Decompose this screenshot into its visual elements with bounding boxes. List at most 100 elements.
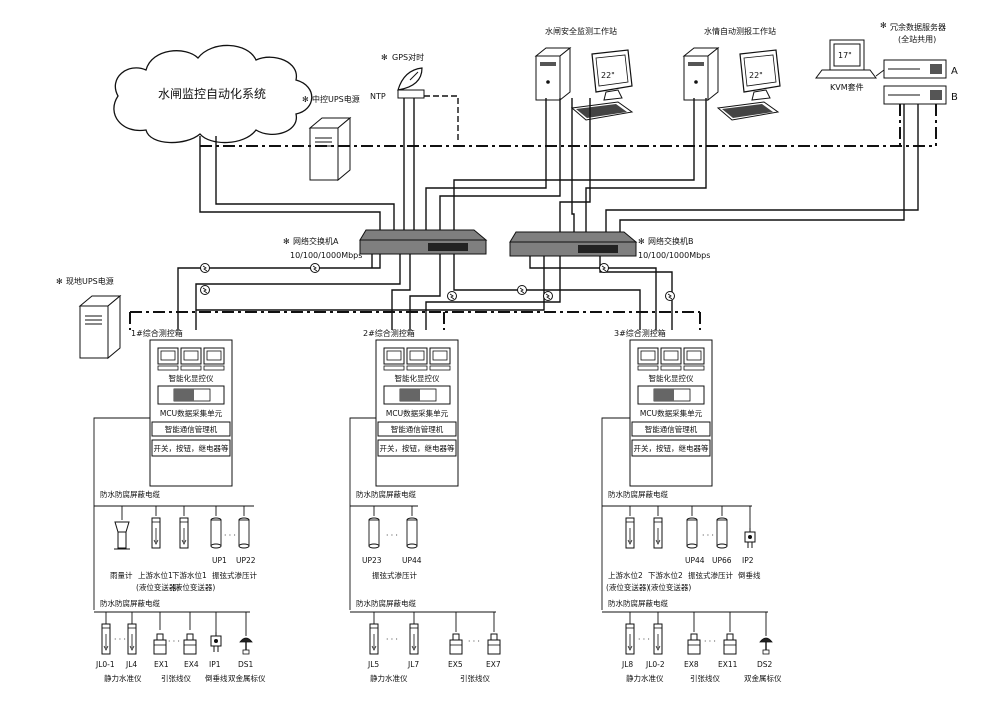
server-star: ✻ — [880, 21, 887, 30]
automation-cloud: 水闸监控自动化系统 — [113, 44, 313, 144]
svg-text:· · ·: · · · — [224, 531, 236, 540]
gps-star: ✻ — [381, 53, 388, 62]
display-icon — [429, 347, 451, 371]
static-level-icon — [127, 623, 137, 655]
svg-text:· · ·: · · · — [168, 637, 180, 646]
g1-bottom-desc-2: 倒垂线 — [205, 673, 228, 683]
fiber-icon — [599, 263, 609, 273]
g3-bottom-desc-0: 静力水准仪 — [626, 673, 664, 683]
tension-wire-icon — [449, 633, 463, 655]
sensor-group-2: 防水防腐屏蔽电缆 · · · UP23 UP44 振弦式渗压计 防水防腐屏蔽电缆… — [349, 417, 501, 683]
g3-top-sub-0: (液位变送器) — [606, 582, 649, 592]
switch-b-label: 网络交换机B — [648, 236, 694, 246]
svg-text:· · ·: · · · — [638, 635, 650, 644]
cabinet-2-row2: MCU数据采集单元 — [386, 408, 449, 418]
g3-bottom-label-2: EX8 — [684, 660, 699, 669]
g1-bottom-desc-1: 引张线仪 — [161, 673, 191, 683]
redundant-servers: ✻ 冗余数据服务器 (全站共用) A B 17" KVM套件 — [815, 21, 958, 105]
fiber-markers — [200, 263, 675, 301]
cabinet-2-row3: 智能通信管理机 — [391, 424, 444, 434]
cabinet-3-row4: 开关，按钮，继电器等 — [634, 443, 709, 453]
cabinet-2-row1: 智能化显控仪 — [395, 373, 440, 383]
fiber-icon — [310, 263, 320, 273]
piezometer-icon — [210, 517, 222, 549]
cabinet-3-row1: 智能化显控仪 — [649, 373, 694, 383]
g1-top-desc-0: 雨量计 — [110, 570, 133, 580]
network-switch-b: ✻ 网络交换机B 10/100/1000Mbps — [509, 231, 710, 260]
field-ups-star: ✻ — [56, 277, 63, 286]
display-icon — [203, 347, 225, 371]
safety-monitor-size: 22" — [601, 71, 615, 80]
gps-label: GPS对时 — [392, 52, 424, 62]
server-a-label: A — [951, 66, 958, 77]
bimetal-icon — [759, 637, 773, 655]
g1-top-desc-2: 下游水位1 — [172, 570, 207, 580]
g2-bottom-label-1: JL7 — [407, 660, 419, 669]
safety-ws-label: 水闸安全监测工作站 — [545, 26, 617, 36]
fiber-lines — [177, 254, 673, 330]
sensor-group-3: 防水防腐屏蔽电缆 · · · UP44 UP66 IP2 上游水位2 下游水位2… — [601, 417, 782, 683]
cable-label-1a: 防水防腐屏蔽电缆 — [100, 489, 160, 499]
fiber-icon — [447, 291, 457, 301]
g2-top-label-0: UP23 — [362, 556, 382, 565]
central-ups-icon — [309, 117, 351, 181]
kvm-label: KVM套件 — [830, 82, 864, 92]
cabinet-3-row2: MCU数据采集单元 — [640, 408, 703, 418]
piezometer-icon — [716, 517, 728, 549]
cable-label-3b: 防水防腐屏蔽电缆 — [608, 598, 668, 608]
field-ups: ✻ 现地UPS电源 — [56, 276, 121, 359]
fiber-icon — [517, 285, 527, 295]
cabinet-3-row3: 智能通信管理机 — [645, 424, 698, 434]
g1-top-desc-3: 振弦式渗压计 — [212, 570, 257, 580]
g1-bottom-label-0: JL0-1 — [95, 660, 115, 669]
g1-bottom-label-4: IP1 — [209, 660, 221, 669]
cabinet-1-title: 1#综合测控箱 — [131, 328, 183, 338]
g1-bottom-label-3: EX4 — [184, 660, 199, 669]
hydro-pc-icon — [683, 47, 719, 101]
svg-text:· · ·: · · · — [704, 637, 716, 646]
static-level-icon — [369, 623, 379, 655]
gps-antenna: ✻ GPS对时 NTP — [370, 52, 459, 140]
g1-top-label-0: UP1 — [212, 556, 227, 565]
cable-label-3a: 防水防腐屏蔽电缆 — [608, 489, 668, 499]
g3-bottom-label-3: EX11 — [718, 660, 738, 669]
fiber-icon — [665, 291, 675, 301]
network-switch-a: ✻ 网络交换机A 10/100/1000Mbps — [283, 229, 488, 260]
cable-label-1b: 防水防腐屏蔽电缆 — [100, 598, 160, 608]
piezometer-icon — [238, 517, 250, 549]
display-icon — [637, 347, 659, 371]
g3-top-label-1: UP66 — [712, 556, 732, 565]
svg-text:· · ·: · · · — [702, 531, 714, 540]
g3-top-desc-0: 上游水位2 — [608, 570, 643, 580]
tension-wire-icon — [183, 633, 197, 655]
svg-text:· · ·: · · · — [468, 637, 480, 646]
field-ups-icon — [79, 295, 121, 359]
g1-bottom-label-1: JL4 — [125, 660, 137, 669]
svg-text:· · ·: · · · — [386, 531, 398, 540]
g1-bottom-label-2: EX1 — [154, 660, 169, 669]
g3-top-desc-2: 振弦式渗压计 — [688, 570, 733, 580]
g1-bottom-label-5: DS1 — [238, 660, 254, 669]
hydro-monitor-size: 22" — [749, 71, 763, 80]
hydro-ws-label: 水情自动测报工作站 — [704, 26, 776, 36]
cabinet-2-row4: 开关，按钮，继电器等 — [380, 443, 455, 453]
tension-wire-icon — [153, 633, 167, 655]
display-icon — [180, 347, 202, 371]
g2-bottom-desc-0: 静力水准仪 — [370, 673, 408, 683]
piezometer-icon — [368, 517, 380, 549]
static-level-icon — [653, 623, 663, 655]
bimetal-icon — [239, 637, 253, 655]
tension-wire-icon — [687, 633, 701, 655]
g2-bottom-label-3: EX7 — [486, 660, 501, 669]
g3-top-sub-1: (液位变送器) — [648, 582, 691, 592]
uplink-lines — [199, 98, 919, 232]
hydro-keyboard-icon — [717, 101, 779, 121]
g2-top-label-1: UP44 — [402, 556, 422, 565]
cabinet-1-row3: 智能通信管理机 — [165, 424, 218, 434]
rain-gauge-icon — [113, 521, 131, 550]
static-level-icon — [409, 623, 419, 655]
piezometer-icon — [406, 517, 418, 549]
fiber-icon — [543, 291, 553, 301]
static-level-icon — [101, 623, 111, 655]
